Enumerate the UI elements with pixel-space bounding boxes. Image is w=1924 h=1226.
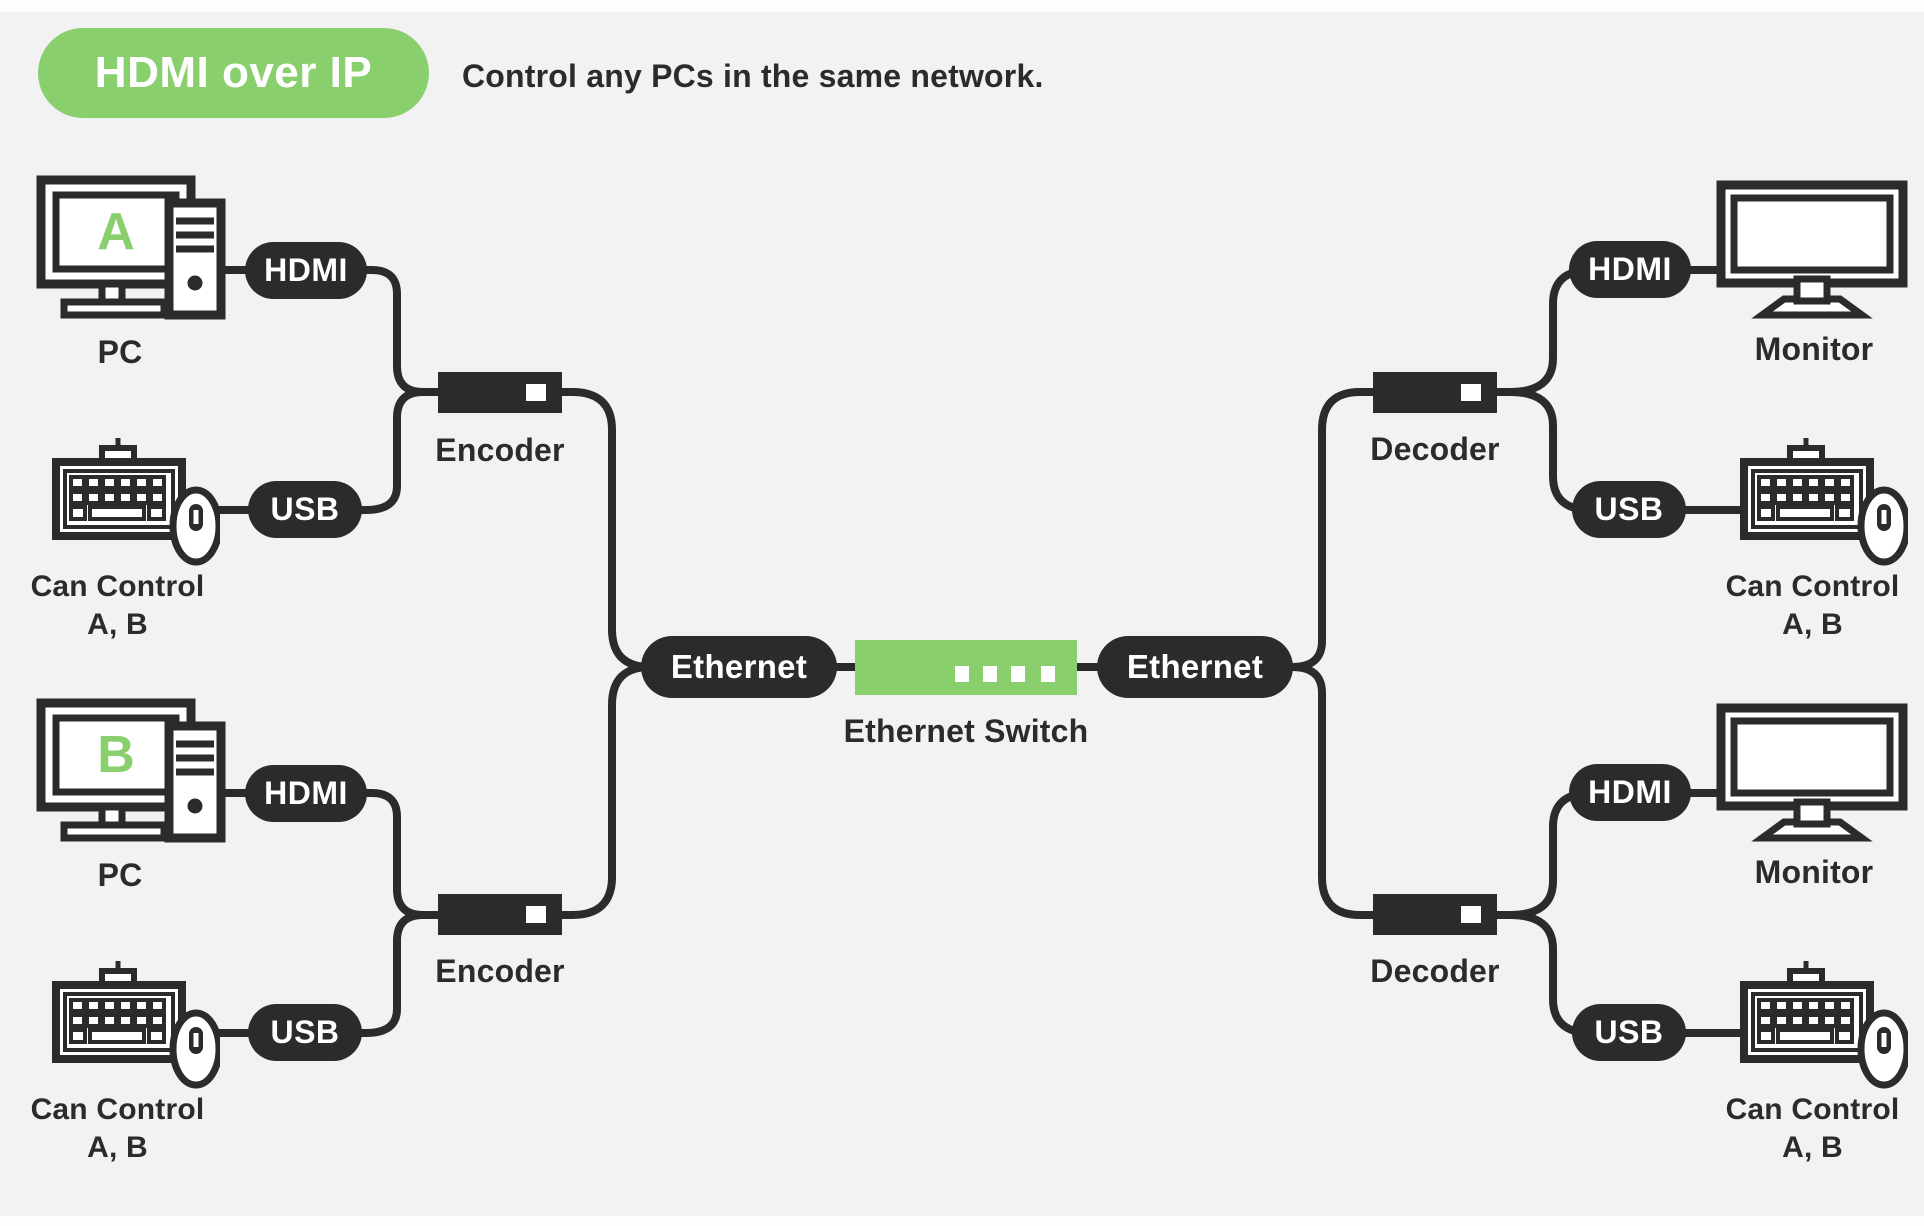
hdmi-over-ip-badge: HDMI over IP	[38, 28, 429, 118]
encoder-b-label: Encoder	[435, 953, 565, 989]
diagram-subtitle: Control any PCs in the same network.	[462, 58, 1044, 94]
wire-hdmi-b-to-encoder	[362, 789, 444, 919]
pc-a-label: PC	[97, 334, 143, 370]
tower-icon	[164, 721, 226, 843]
pc-b-label: PC	[97, 857, 143, 893]
caption-line2: A, B	[1782, 1131, 1843, 1164]
top-edge-strip	[0, 0, 1924, 12]
switch-port	[983, 666, 997, 682]
caption-line1: Can Control	[1725, 570, 1900, 603]
wire-usb-b-to-encoder	[356, 911, 427, 1037]
switch-port	[955, 666, 969, 682]
decoder-bottom-box	[1373, 894, 1497, 935]
keyboard-top-right-caption: Can Control A, B	[1705, 568, 1920, 644]
ethernet-switch-icon	[855, 640, 1077, 695]
hdmi-tag-monitor-top: HDMI	[1569, 241, 1691, 298]
encoder-a-port	[526, 384, 546, 401]
wire-encoder-b-to-ethernet	[556, 663, 694, 919]
keyboard-keys	[69, 475, 166, 521]
keyboard-keys	[1757, 998, 1854, 1044]
keyboard-mouse-a-icon	[52, 438, 220, 566]
decoder-top-box	[1373, 372, 1497, 413]
mouse-icon	[1857, 486, 1908, 566]
pc-b-icon: B	[36, 698, 226, 843]
keyboard-mouse-bottom-right-icon	[1740, 961, 1908, 1089]
decoder-bottom-label: Decoder	[1370, 953, 1500, 989]
keyboard-keys	[69, 998, 166, 1044]
decoder-bottom-port	[1461, 906, 1481, 923]
caption-line2: A, B	[87, 608, 148, 641]
keyboard-mouse-top-right-icon	[1740, 438, 1908, 566]
usb-tag-keyboard-bottom: USB	[1572, 1004, 1686, 1061]
ethernet-tag-right: Ethernet	[1097, 636, 1293, 698]
keyboard-keys	[1757, 475, 1854, 521]
caption-line1: Can Control	[1725, 1093, 1900, 1126]
hdmi-tag-pc-a: HDMI	[245, 242, 367, 299]
pc-b-screen-letter: B	[97, 726, 135, 784]
monitor-top-icon	[1716, 180, 1908, 319]
wire-ethernet-to-decoder-bottom	[1282, 663, 1379, 919]
encoder-b-port	[526, 906, 546, 923]
decoder-top-port	[1461, 384, 1481, 401]
encoder-a-label: Encoder	[435, 432, 565, 468]
monitor-top-label: Monitor	[1754, 331, 1874, 367]
usb-tag-keyboard-top: USB	[1572, 481, 1686, 538]
mouse-icon	[1857, 1009, 1908, 1089]
caption-line1: Can Control	[30, 1093, 205, 1126]
usb-tag-pc-a: USB	[248, 481, 362, 538]
usb-tag-pc-b: USB	[248, 1004, 362, 1061]
hdmi-tag-pc-b: HDMI	[245, 765, 367, 822]
switch-port	[1011, 666, 1025, 682]
encoder-b-box	[438, 894, 562, 935]
caption-line1: Can Control	[30, 570, 205, 603]
wire-hdmi-a-to-encoder	[362, 266, 444, 396]
keyboard-a-caption: Can Control A, B	[10, 568, 225, 644]
encoder-a-box	[438, 372, 562, 413]
ethernet-tag-left: Ethernet	[641, 636, 837, 698]
keyboard-bottom-right-caption: Can Control A, B	[1705, 1091, 1920, 1167]
ethernet-switch-label: Ethernet Switch	[843, 713, 1089, 749]
decoder-top-label: Decoder	[1370, 431, 1500, 467]
badge-label: HDMI over IP	[94, 48, 373, 97]
switch-port	[1041, 666, 1055, 682]
keyboard-mouse-b-icon	[52, 961, 220, 1089]
bottom-edge-strip	[0, 1216, 1924, 1226]
hdmi-tag-monitor-bottom: HDMI	[1569, 764, 1691, 821]
tower-icon	[164, 198, 226, 320]
caption-line2: A, B	[1782, 608, 1843, 641]
mouse-icon	[169, 486, 220, 566]
wire-encoder-a-to-ethernet	[556, 388, 694, 671]
keyboard-b-caption: Can Control A, B	[10, 1091, 225, 1167]
monitor-bottom-icon	[1716, 703, 1908, 842]
pc-a-icon: A	[36, 175, 226, 320]
pc-a-screen-letter: A	[97, 203, 135, 261]
caption-line2: A, B	[87, 1131, 148, 1164]
monitor-bottom-label: Monitor	[1754, 854, 1874, 890]
wire-usb-a-to-encoder	[356, 388, 427, 514]
mouse-icon	[169, 1009, 220, 1089]
